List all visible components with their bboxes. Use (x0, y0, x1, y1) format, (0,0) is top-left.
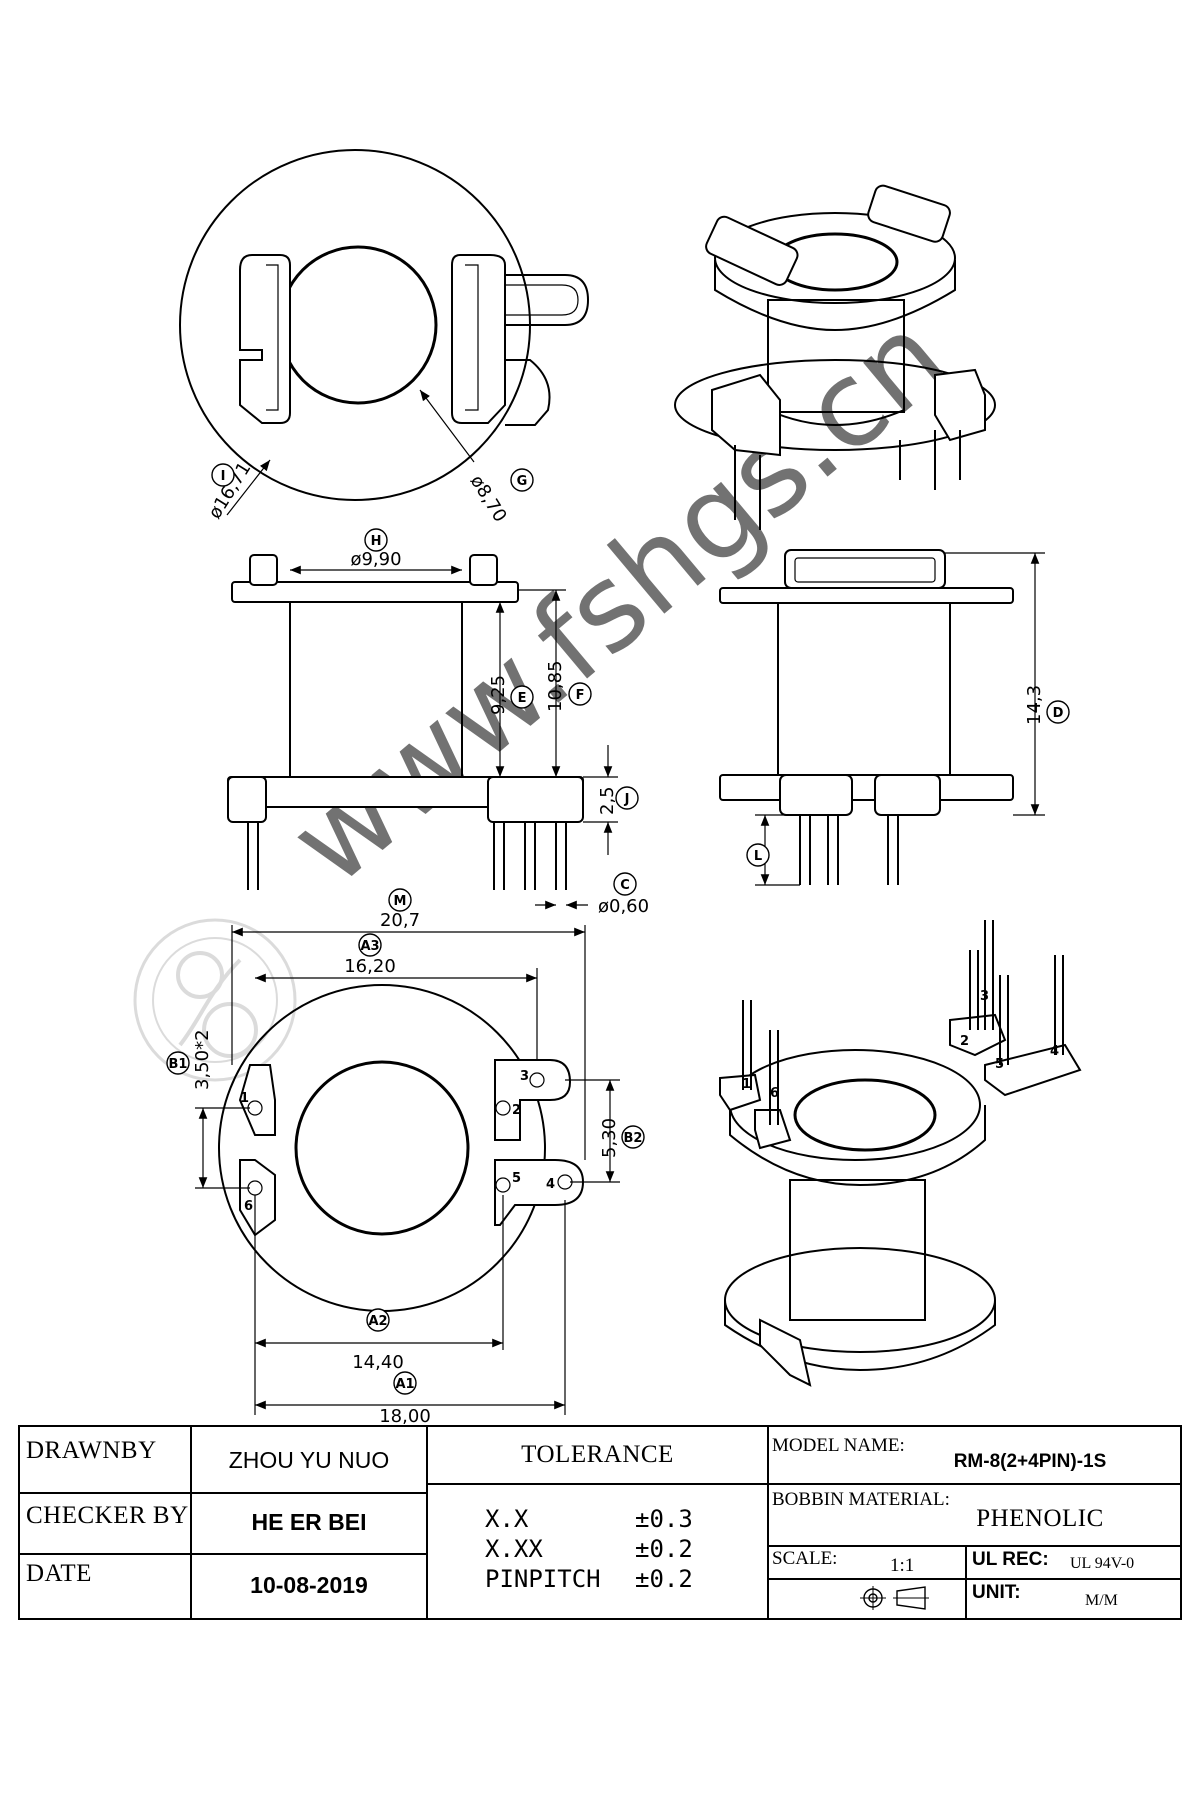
svg-text:D: D (1053, 706, 1064, 721)
dim-G-value: ø8,70 (466, 472, 511, 526)
callout-C: C (613, 872, 637, 896)
tolerance-row-key: X.X (485, 1505, 529, 1533)
scale-value: 1:1 (890, 1555, 915, 1576)
dim-J-value: 2,5 (597, 786, 618, 815)
callout-G: G (510, 468, 534, 492)
pin-3-label: 3 (520, 1069, 529, 1084)
tolerance-row-value: ±0.2 (635, 1535, 693, 1563)
svg-text:J: J (624, 792, 630, 807)
dim-D-value: 14,3 (1024, 685, 1045, 725)
date-value: 10-08-2019 (250, 1572, 368, 1598)
title-block: DRAWNBY ZHOU YU NUO CHECKER BY HE ER BEI… (18, 1425, 1182, 1620)
tolerance-row-value: ±0.3 (635, 1505, 693, 1533)
dim-A3-value: 16,20 (344, 956, 396, 977)
svg-text:I: I (221, 469, 226, 484)
drawn-by-value: ZHOU YU NUO (228, 1447, 390, 1473)
callout-E: E (510, 685, 534, 709)
iso-view-top (674, 184, 996, 530)
iso-pin-1-label: 1 (742, 1077, 751, 1092)
svg-text:A2: A2 (368, 1314, 387, 1329)
unit-value: M/M (1085, 1592, 1118, 1609)
tolerance-row-value: ±0.2 (635, 1565, 693, 1593)
side-view: 14,3 D L (719, 549, 1070, 886)
bottom-view: 1 2 3 4 5 6 20,7 M 16,20 A3 3,50*2 B1 5,… (166, 888, 645, 1427)
checker-label: CHECKER BY (26, 1502, 189, 1529)
date-label: DATE (26, 1560, 92, 1587)
dim-A1-value: 18,00 (379, 1406, 431, 1427)
callout-F: F (568, 682, 592, 706)
svg-text:L: L (754, 849, 762, 864)
callout-A2: A2 (366, 1308, 390, 1332)
dim-B2-value: 5,30 (599, 1118, 620, 1158)
callout-L: L (746, 843, 770, 867)
bobbin-material-label: BOBBIN MATERIAL: (772, 1489, 950, 1510)
tolerance-row-key: PINPITCH (485, 1565, 601, 1593)
svg-text:B2: B2 (624, 1131, 643, 1146)
unit-label: UNIT: (972, 1582, 1021, 1603)
callout-J: J (615, 786, 639, 810)
callout-I: I (211, 463, 235, 487)
iso-pin-6-label: 6 (770, 1086, 779, 1101)
dim-E-value: 9,25 (488, 675, 509, 715)
pin-2-label: 2 (512, 1103, 521, 1118)
pin-5-label: 5 (512, 1171, 521, 1186)
dim-M-value: 20,7 (380, 910, 420, 931)
ul-rec-value: UL 94V-0 (1070, 1555, 1135, 1572)
iso-view-bottom: 1 6 2 3 5 4 (719, 920, 1082, 1387)
pin-1-label: 1 (240, 1091, 249, 1106)
svg-text:A1: A1 (395, 1377, 414, 1392)
top-view: ø16,71 ø8,70 I G (179, 149, 590, 526)
callout-D: D (1046, 700, 1070, 724)
callout-H: H (364, 528, 388, 552)
drawn-by-label: DRAWNBY (26, 1437, 157, 1464)
iso-pin-4-label: 4 (1050, 1044, 1059, 1059)
svg-text:H: H (371, 534, 382, 549)
svg-text:E: E (518, 691, 527, 706)
ul-rec-label: UL REC: (972, 1549, 1049, 1570)
tolerance-row-key: X.XX (485, 1535, 543, 1563)
pin-6-label: 6 (244, 1199, 253, 1214)
dim-A2-value: 14,40 (352, 1352, 404, 1373)
svg-text:B1: B1 (169, 1057, 188, 1072)
dim-B1-value: 3,50*2 (192, 1029, 213, 1090)
checker-value: HE ER BEI (251, 1509, 367, 1535)
callout-B1: B1 (166, 1051, 190, 1075)
iso-pin-3-label: 3 (980, 989, 989, 1004)
svg-text:C: C (620, 878, 630, 893)
projection-symbol-icon (855, 1583, 935, 1613)
bobbin-material-value: PHENOLIC (976, 1505, 1104, 1532)
svg-text:F: F (576, 688, 585, 703)
iso-pin-5-label: 5 (995, 1057, 1004, 1072)
scale-label: SCALE: (772, 1548, 838, 1569)
callout-A1: A1 (393, 1371, 417, 1395)
iso-pin-2-label: 2 (960, 1034, 969, 1049)
callout-B2: B2 (621, 1125, 645, 1149)
svg-text:M: M (394, 894, 407, 909)
model-name-label: MODEL NAME: (772, 1435, 905, 1456)
svg-text:G: G (517, 474, 528, 489)
pin-4-label: 4 (546, 1177, 555, 1192)
dim-C-value: ø0,60 (598, 896, 649, 917)
dim-H-value: ø9,90 (350, 549, 401, 570)
callout-A3: A3 (358, 933, 382, 957)
watermark-seal (133, 918, 297, 1082)
tolerance-label: TOLERANCE (521, 1441, 674, 1468)
dim-F-value: 10,85 (545, 660, 566, 712)
callout-M: M (388, 888, 412, 912)
model-name-value: RM-8(2+4PIN)-1S (953, 1451, 1107, 1472)
front-view: ø9,90 H 9,25 E 10,85 F 2,5 J ø0,60 C (227, 528, 649, 917)
svg-text:A3: A3 (360, 939, 379, 954)
